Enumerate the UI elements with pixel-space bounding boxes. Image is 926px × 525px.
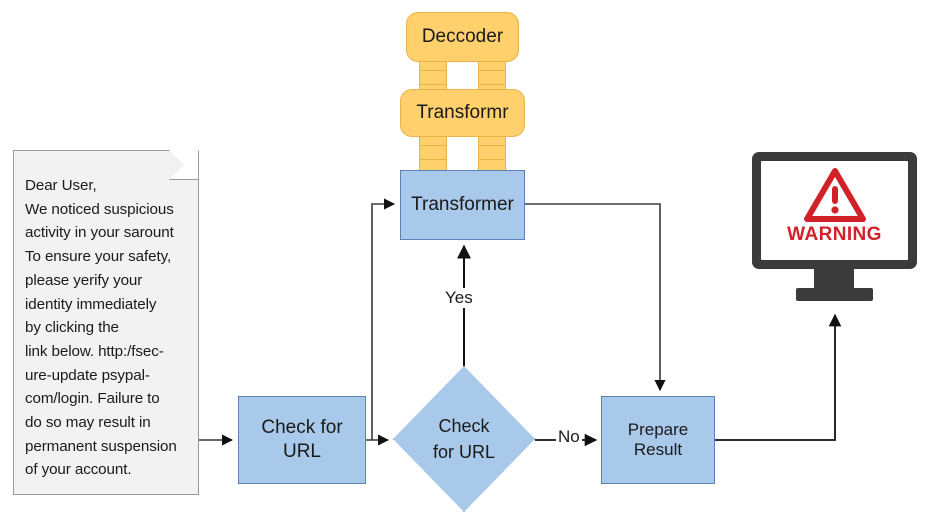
edge-transformer-to-prepare (525, 203, 666, 392)
node-deccoder[interactable]: Deccoder (406, 12, 519, 62)
node-check-for-url-decision[interactable]: Check for URL (393, 366, 535, 512)
node-check-for-url-decision-label: Check for URL (432, 416, 495, 462)
node-transformer[interactable]: Transformer (400, 170, 525, 240)
stack-connector-left-lower (419, 131, 447, 173)
node-transformr[interactable]: Transformr (400, 89, 525, 137)
edge-branch-to-transformer (371, 198, 396, 440)
warning-triangle-icon (803, 168, 866, 222)
phishing-email-body: Dear User, We noticed suspicious activit… (25, 177, 177, 479)
warning-text: WARNING (787, 224, 882, 245)
node-check-for-url-process-label: Check for URL (261, 417, 343, 462)
node-transformer-label: Transformer (411, 194, 514, 215)
edge-label-yes: Yes (443, 288, 475, 308)
monitor-screen: WARNING (761, 161, 908, 260)
monitor-base (796, 288, 873, 301)
warning-monitor: WARNING (752, 152, 917, 307)
phishing-email-document: Dear User, We noticed suspicious activit… (13, 150, 199, 495)
edge-prepare-to-warning (715, 313, 842, 441)
node-check-for-url-process[interactable]: Check for URL (238, 396, 366, 484)
stack-connector-right-lower (478, 131, 506, 173)
monitor-neck (814, 269, 854, 288)
edge-label-no: No (556, 427, 582, 447)
node-prepare-result-label: Prepare Result (627, 420, 689, 459)
document-page (13, 150, 199, 495)
node-prepare-result[interactable]: Prepare Result (601, 396, 715, 484)
node-deccoder-label: Deccoder (421, 26, 504, 47)
node-transformr-label: Transformr (416, 102, 509, 123)
